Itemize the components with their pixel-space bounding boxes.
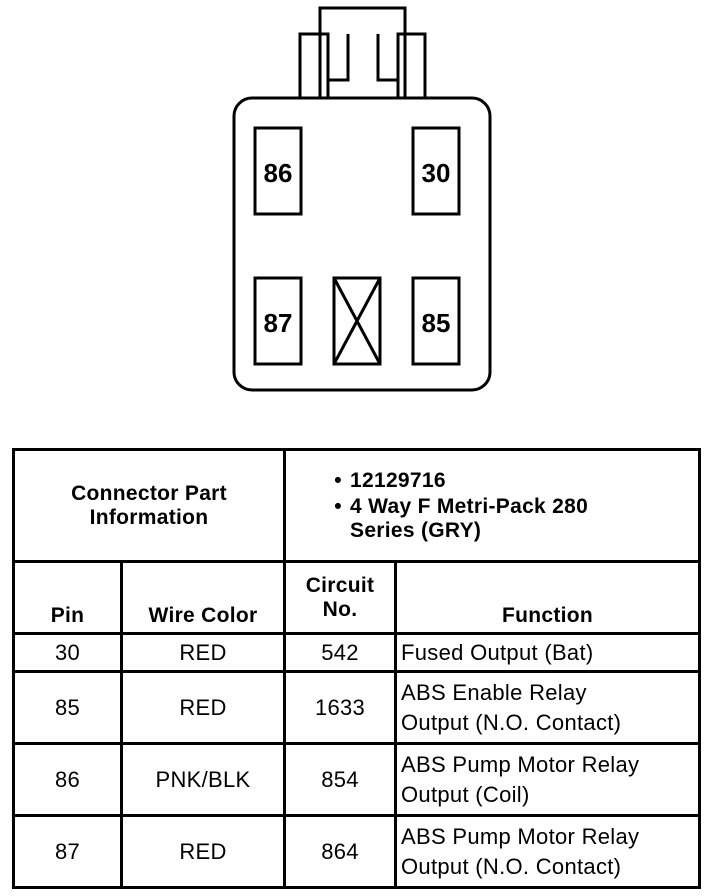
row-wire-color: PNK/BLK — [119, 742, 287, 817]
part-info-details: • 12129716 • 4 Way F Metri-Pack 280 Seri… — [283, 448, 702, 563]
pin-label-87: 87 — [264, 308, 293, 338]
pin-cavity-empty — [332, 276, 382, 366]
pin-label-30: 30 — [422, 158, 451, 188]
connector-diagram: 86 30 87 85 — [232, 6, 492, 392]
row-wire-color: RED — [119, 632, 287, 673]
pin-cavity-30 — [411, 126, 461, 216]
header-circuit-no: Circuit No. — [283, 560, 398, 635]
header-row: Pin Wire Color Circuit No. Function — [12, 560, 702, 635]
row-circuit: 1633 — [283, 670, 398, 745]
connector-latch — [318, 6, 407, 98]
table-row: 86 PNK/BLK 854 ABS Pump Motor Relay Outp… — [12, 742, 702, 817]
row-circuit: 542 — [283, 632, 398, 673]
table-row: 30 RED 542 Fused Output (Bat) — [12, 632, 702, 673]
pin-label-85: 85 — [422, 308, 451, 338]
row-function: ABS Pump Motor Relay Output (N.O. Contac… — [394, 814, 702, 889]
pin-cavity-85 — [411, 276, 461, 366]
empty-cavity-cross — [332, 277, 382, 365]
connector-type: • 4 Way F Metri-Pack 280 Series (GRY) — [334, 494, 589, 542]
row-function: ABS Enable Relay Output (N.O. Contact) — [394, 670, 702, 745]
part-info-label: Connector Part Information — [11, 448, 287, 563]
header-pin: Pin — [12, 560, 123, 635]
connector-body — [232, 96, 492, 392]
row-wire-color: RED — [119, 814, 287, 889]
connector-latch-right-clip — [376, 32, 427, 98]
row-function: Fused Output (Bat) — [394, 632, 702, 673]
row-pin: 87 — [12, 814, 123, 889]
part-info-row: Connector Part Information • 12129716 • … — [11, 448, 702, 563]
pin-cavity-86 — [253, 126, 303, 216]
connector-info-table: Connector Part Information • 12129716 • … — [11, 448, 702, 889]
pin-cavity-87 — [253, 276, 303, 366]
connector-latch-left-clip — [298, 32, 350, 98]
row-pin: 30 — [12, 632, 123, 673]
row-circuit: 864 — [283, 814, 398, 889]
row-wire-color: RED — [119, 670, 287, 745]
table-row: 85 RED 1633 ABS Enable Relay Output (N.O… — [12, 670, 702, 745]
table-row: 87 RED 864 ABS Pump Motor Relay Output (… — [12, 814, 702, 889]
pin-label-86: 86 — [264, 158, 293, 188]
header-wire-color: Wire Color — [119, 560, 287, 635]
row-function: ABS Pump Motor Relay Output (Coil) — [394, 742, 702, 817]
part-number: • 12129716 — [334, 468, 446, 492]
header-function: Function — [394, 560, 702, 635]
row-pin: 85 — [12, 670, 123, 745]
row-circuit: 854 — [283, 742, 398, 817]
row-pin: 86 — [12, 742, 123, 817]
